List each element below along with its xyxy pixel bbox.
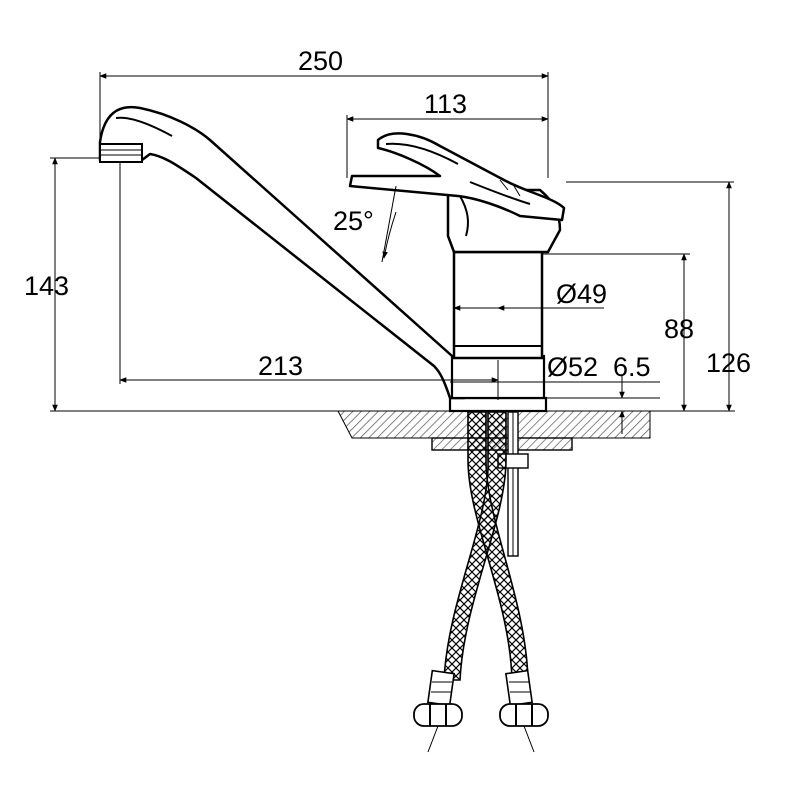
hose-left-nut xyxy=(413,703,463,727)
dimension-body-height: 88 xyxy=(542,253,694,412)
braided-hoses xyxy=(413,411,549,753)
dim-total-height-label: 126 xyxy=(706,348,751,378)
hose-right-nut xyxy=(499,703,549,727)
dimension-total-height: 126 xyxy=(566,181,751,412)
faucet-body-cylinder xyxy=(452,250,544,360)
dimension-body-diameter: Ø49 xyxy=(453,279,607,311)
dimension-spout-reach: 213 xyxy=(119,162,499,400)
hose-right xyxy=(443,411,507,681)
dim-base-height-label: 6.5 xyxy=(613,352,651,382)
hose-left-ferrule xyxy=(426,669,456,707)
dimension-base-height: 6.5 xyxy=(546,352,660,434)
dimension-lever-angle: 25° xyxy=(333,185,397,263)
dimension-handle-length: 113 xyxy=(346,89,549,178)
dim-body-height-label: 88 xyxy=(664,314,694,344)
dimension-spout-height: 143 xyxy=(24,157,100,412)
dim-lever-angle-label: 25° xyxy=(333,206,374,236)
dim-base-diameter-label: Ø52 xyxy=(547,352,598,382)
spout-aerator xyxy=(99,143,143,163)
dim-spout-reach-label: 213 xyxy=(258,351,303,381)
faucet xyxy=(98,105,566,413)
dim-overall-length-label: 250 xyxy=(298,46,343,76)
countertop xyxy=(50,410,735,439)
dim-spout-height-label: 143 xyxy=(24,271,69,301)
hose-right-ferrule xyxy=(504,669,534,707)
dimension-overall-length: 250 xyxy=(99,46,549,178)
dim-body-diameter-label: Ø49 xyxy=(556,279,607,309)
dimension-base-diameter: Ø52 xyxy=(450,352,606,383)
dim-handle-length-label: 113 xyxy=(424,89,467,119)
